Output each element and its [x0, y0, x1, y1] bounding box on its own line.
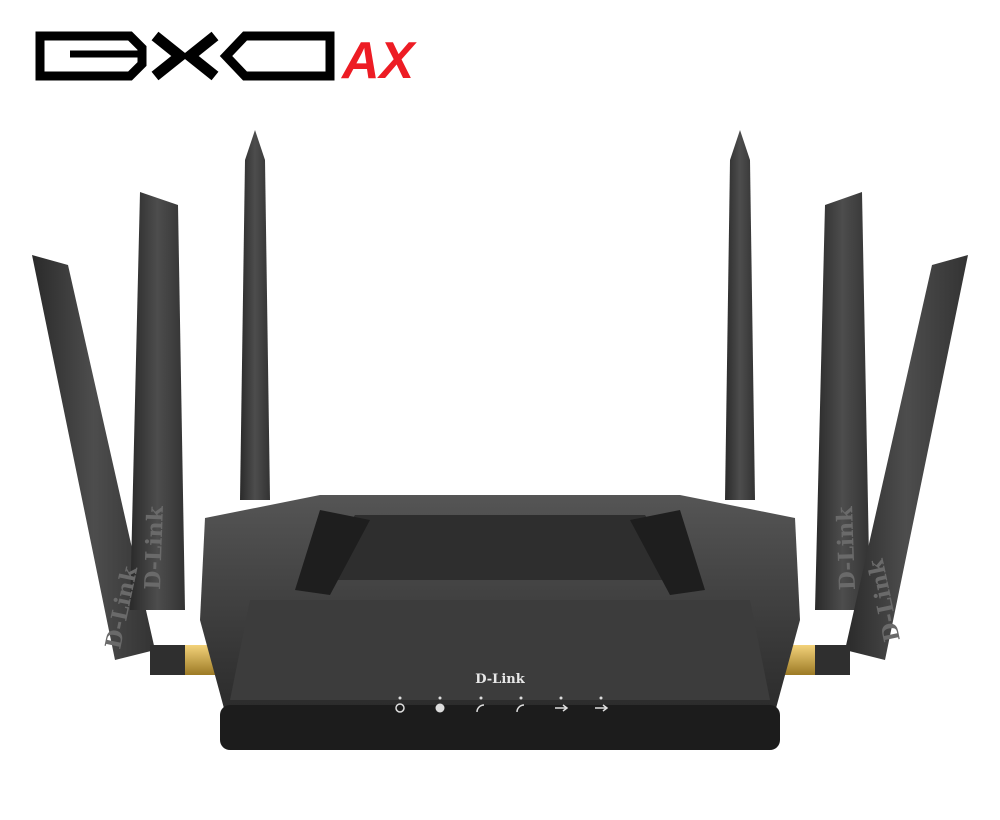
led-panel: [395, 696, 609, 713]
right-vent: [630, 510, 705, 595]
usb-icon: [595, 696, 609, 712]
router-face: [230, 600, 770, 700]
wifi-24-icon: [476, 696, 485, 713]
left-vent: [295, 510, 370, 595]
wifi-5-icon: [516, 696, 525, 713]
antenna-left-inner: [130, 192, 185, 610]
router-base: [220, 705, 780, 750]
antenna-left-outer: [32, 255, 155, 660]
antenna-brand: D-Link: [140, 505, 169, 590]
antenna-center-left: [240, 130, 270, 500]
antenna-right-outer: [845, 255, 968, 660]
antenna-center-right: [725, 130, 755, 500]
usb-icon: [555, 696, 569, 712]
antenna-right-inner: [815, 192, 870, 610]
router-top-vents: [310, 515, 690, 580]
exo-ax-logo: AX: [35, 31, 418, 82]
ax-label: AX: [340, 32, 418, 82]
logo-divider: [327, 38, 329, 76]
globe-icon: [435, 696, 445, 713]
antenna-brand: D-Link: [832, 505, 861, 590]
power-icon: [395, 696, 405, 713]
router-brand: D-Link: [475, 672, 525, 687]
exo-wordmark: [35, 31, 335, 81]
